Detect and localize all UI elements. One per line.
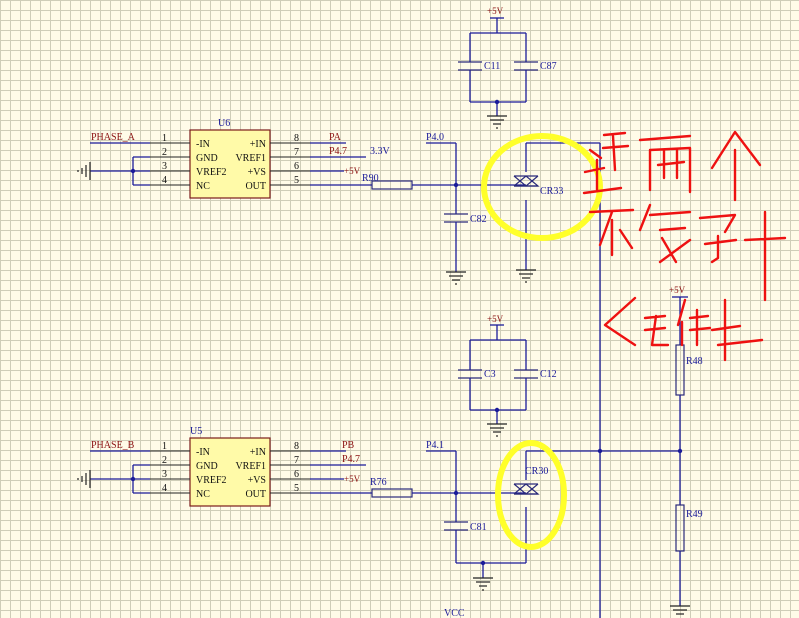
u5-input-wiring — [77, 450, 150, 494]
r76-label: R76 — [370, 477, 387, 488]
u6-input-wiring — [77, 142, 150, 186]
handwritten-annotation — [582, 130, 787, 362]
u5-pin-1: 1 — [162, 441, 167, 452]
cr33-diode — [513, 142, 600, 283]
cr30-diode — [513, 450, 600, 563]
u6-pin-name-vs: +VS — [248, 167, 266, 178]
u5-pin-name-vref1: VREF1 — [235, 461, 266, 472]
u6-pin-6: 6 — [294, 161, 299, 172]
c11-label: C11 — [484, 61, 500, 72]
c81-label: C81 — [470, 522, 487, 533]
u6-label: U6 — [218, 118, 230, 129]
u5-output-wiring — [310, 450, 526, 591]
p40-net-label: P4.0 — [426, 132, 444, 143]
cr33-label: CR33 — [540, 186, 563, 197]
c82-label: C82 — [470, 214, 487, 225]
c3-supply-label: +5V — [487, 314, 504, 324]
p41-net-label: P4.1 — [426, 440, 444, 451]
u5-pin-3: 3 — [162, 469, 167, 480]
cr30-label: CR30 — [525, 466, 548, 477]
divider-network — [597, 143, 690, 618]
v33-label: 3.3V — [370, 146, 391, 157]
c12-label: C12 — [540, 369, 557, 380]
highlight-circle-cr30 — [495, 440, 567, 550]
u5-pin-name-nc: NC — [196, 489, 210, 500]
r49-label: R49 — [686, 509, 703, 520]
phase-a-net-label: PHASE_A — [91, 132, 136, 143]
u6-pin-name-in-plus: +IN — [250, 139, 266, 150]
u6-pin-8: 8 — [294, 133, 299, 144]
highlight-circle-cr33 — [481, 133, 603, 241]
r48-supply-label: +5V — [669, 285, 686, 295]
u6-pin-name-in-minus: -IN — [196, 139, 210, 150]
decoupling-pair-bottom — [458, 324, 538, 437]
u6-pin-2: 2 — [162, 147, 167, 158]
u6-pin-name-vref1: VREF1 — [235, 153, 266, 164]
u6-pin-name-out: OUT — [245, 181, 266, 192]
r48-label: R48 — [686, 356, 703, 367]
u6-p47-net-label: P4.7 — [329, 146, 347, 157]
u5-pin-name-vref2: VREF2 — [196, 475, 227, 486]
u5-pin-4: 4 — [162, 483, 167, 494]
u6-pin-name-nc: NC — [196, 181, 210, 192]
u5-pin-name-vs: +VS — [248, 475, 266, 486]
u5-pin-7: 7 — [294, 455, 299, 466]
u5-supply-label: +5V — [344, 474, 361, 484]
pb-net-label: PB — [342, 440, 355, 451]
u5-pin-name-gnd: GND — [196, 461, 218, 472]
pa-net-label: PA — [329, 132, 342, 143]
u5-pin-name-out: OUT — [245, 489, 266, 500]
u6-pin-3: 3 — [162, 161, 167, 172]
c87-label: C87 — [540, 61, 557, 72]
u5-pin-name-in-plus: +IN — [250, 447, 266, 458]
u5-pin-name-in-minus: -IN — [196, 447, 210, 458]
u6-pin-4: 4 — [162, 175, 167, 186]
c11-supply-label: +5V — [487, 6, 504, 16]
u6-output-wiring — [310, 142, 526, 285]
u6-pin-name-vref2: VREF2 — [196, 167, 227, 178]
u6-chip — [150, 129, 310, 199]
u6-pin-name-gnd: GND — [196, 153, 218, 164]
u6-pin-1: 1 — [162, 133, 167, 144]
u5-pin-6: 6 — [294, 469, 299, 480]
u6-pin-5: 5 — [294, 175, 299, 186]
c3-label: C3 — [484, 369, 496, 380]
u6-supply-label: +5V — [344, 166, 361, 176]
phase-b-net-label: PHASE_B — [91, 440, 135, 451]
decoupling-pair-top — [458, 17, 538, 129]
u5-pin-8: 8 — [294, 441, 299, 452]
u5-pin-2: 2 — [162, 455, 167, 466]
u5-chip — [150, 437, 310, 507]
u6-pin-7: 7 — [294, 147, 299, 158]
u5-p47-net-label: P4.7 — [342, 454, 360, 465]
u5-label: U5 — [190, 426, 202, 437]
vcc-net-label: VCC — [444, 608, 465, 618]
r90-label: R90 — [362, 173, 379, 184]
u5-pin-5: 5 — [294, 483, 299, 494]
